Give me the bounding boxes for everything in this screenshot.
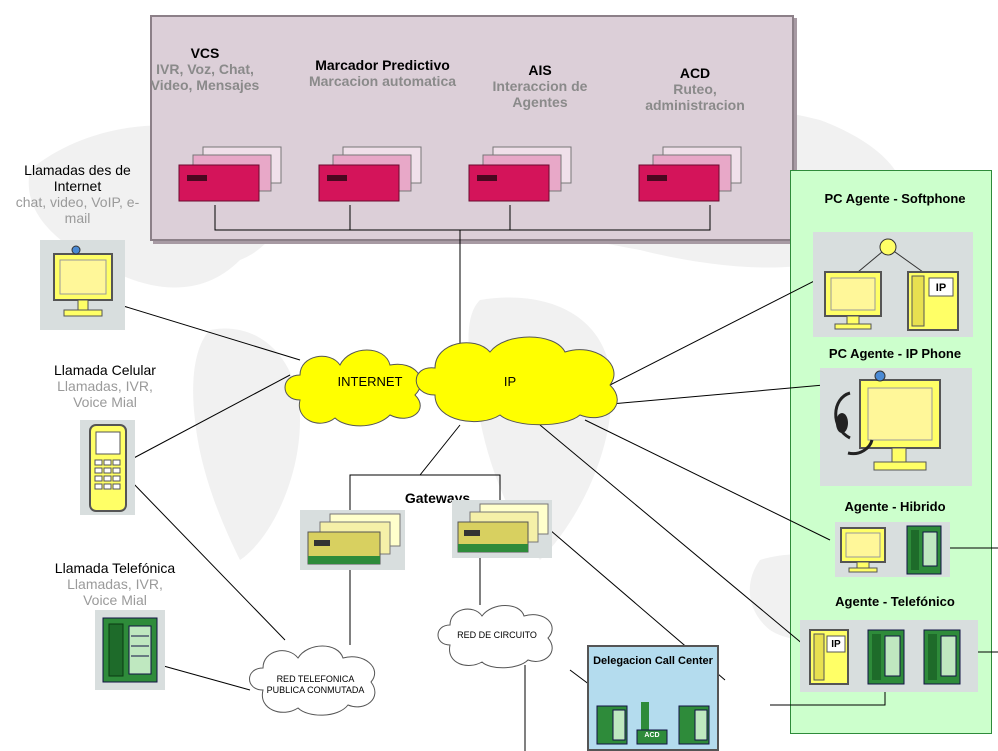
internet-cloud-label: INTERNET bbox=[337, 374, 403, 389]
telefonico-tile: IP bbox=[800, 620, 978, 692]
acd-title: ACD bbox=[679, 65, 711, 81]
vcs-label: VCS IVR, Voz, Chat, Video, Mensajes bbox=[150, 45, 260, 93]
ais-server-icon bbox=[468, 146, 572, 202]
softphone-tile: IP bbox=[813, 232, 973, 337]
ip-cloud-label: IP bbox=[503, 374, 517, 389]
ipphone-label: PC Agente - IP Phone bbox=[828, 346, 962, 361]
telefonico-label: Agente - Telefónico bbox=[835, 594, 955, 609]
ipphone-tile bbox=[820, 368, 972, 486]
softphone-icon bbox=[824, 238, 959, 331]
internet-cloud bbox=[284, 349, 422, 427]
server-panel bbox=[150, 15, 794, 241]
ais-label: AIS Interaccion de Agentes bbox=[480, 62, 600, 110]
marcador-label: Marcador Predictivo Marcacion automatica bbox=[290, 57, 475, 89]
vcs-server-icon bbox=[178, 146, 282, 202]
headset-computer-icon bbox=[834, 370, 941, 471]
landline-phone-tile bbox=[95, 610, 165, 690]
pstn-cloud-label: RED TELEFONICA PUBLICA CONMUTADA bbox=[266, 674, 365, 695]
internet-calls-subtitle: chat, video, VoIP, e-mail bbox=[15, 194, 140, 227]
internet-computer-tile bbox=[40, 240, 125, 330]
cell-calls-subtitle: Llamadas, IVR, Voice Mial bbox=[57, 378, 153, 411]
acd-label: ACD Ruteo, administracion bbox=[630, 65, 760, 113]
marcador-title: Marcador Predictivo bbox=[315, 57, 450, 73]
softphone-label: PC Agente - Softphone bbox=[824, 191, 966, 206]
marcador-subtitle: Marcacion automatica bbox=[308, 73, 457, 90]
delegacion-acd-tag: ACD bbox=[644, 732, 660, 739]
circuit-cloud-label: RED DE CIRCUITO bbox=[457, 630, 537, 640]
ais-subtitle: Interaccion de Agentes bbox=[492, 78, 588, 111]
pstn-cloud bbox=[249, 645, 376, 716]
telefonico-phones-icon bbox=[809, 629, 961, 685]
hibrido-icon bbox=[840, 525, 942, 575]
phone-calls-subtitle: Llamadas, IVR, Voice Mial bbox=[67, 576, 163, 609]
acd-server-icon bbox=[638, 146, 742, 202]
delegacion-phones-icon bbox=[596, 702, 710, 745]
cell-calls-title: Llamada Celular bbox=[54, 362, 156, 378]
telefonico-ip-tag: IP bbox=[831, 639, 841, 650]
ais-title: AIS bbox=[528, 62, 552, 78]
vcs-title: VCS bbox=[190, 45, 220, 61]
marcador-server-icon bbox=[318, 146, 422, 202]
circuit-cloud bbox=[437, 605, 553, 669]
internet-calls-title: Llamadas des de Internet bbox=[24, 162, 131, 195]
acd-subtitle: Ruteo, administracion bbox=[645, 81, 745, 114]
vcs-subtitle: IVR, Voz, Chat, Video, Mensajes bbox=[150, 61, 260, 94]
internet-calls-label: Llamadas des de Internet chat, video, Vo… bbox=[5, 162, 150, 226]
phone-icon bbox=[102, 617, 158, 683]
cell-calls-label: Llamada Celular Llamadas, IVR, Voice Mia… bbox=[50, 362, 160, 410]
phone-calls-label: Llamada Telefónica Llamadas, IVR, Voice … bbox=[50, 560, 180, 608]
delegacion-box: Delegacion Call Center ACD bbox=[587, 645, 719, 751]
gateway-left-icon bbox=[300, 510, 405, 570]
cell-phone-tile bbox=[80, 420, 135, 515]
ip-cloud bbox=[415, 336, 618, 426]
hibrido-tile bbox=[835, 522, 950, 577]
cell-phone-icon bbox=[89, 424, 127, 512]
phone-calls-title: Llamada Telefónica bbox=[54, 560, 176, 576]
gateway-right-icon bbox=[452, 500, 552, 558]
hibrido-label: Agente - Hibrido bbox=[844, 499, 946, 514]
softphone-ip-tag: IP bbox=[935, 282, 947, 294]
delegacion-title: Delegacion Call Center bbox=[593, 655, 713, 667]
computer-icon bbox=[53, 245, 113, 317]
